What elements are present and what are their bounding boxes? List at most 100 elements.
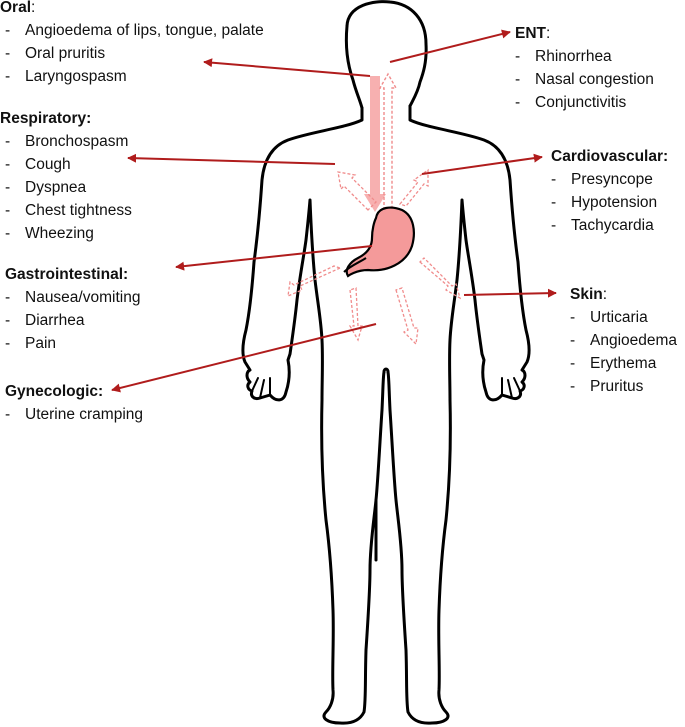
ent-title: ENT — [515, 25, 546, 42]
list-item: -Conjunctivitis — [515, 91, 654, 114]
skin-list: -Urticaria -Angioedema -Erythema -Prurit… — [570, 306, 677, 398]
arrow-to-ent — [389, 29, 511, 63]
gynecologic-list: -Uterine cramping — [5, 403, 143, 426]
gynecologic-group: Gynecologic: -Uterine cramping — [5, 380, 143, 426]
dash: - — [551, 171, 557, 188]
item-text: Presyncope — [571, 171, 653, 188]
arrow-to-oral — [203, 58, 371, 77]
item-text: Conjunctivitis — [535, 94, 627, 111]
list-item: -Nasal congestion — [515, 68, 654, 91]
dash: - — [570, 332, 576, 349]
skin-title: Skin — [570, 286, 603, 303]
gynecologic-title: Gynecologic: — [5, 383, 104, 400]
dashed-arrow-up — [378, 72, 398, 211]
dash: - — [5, 406, 11, 423]
list-item: -Dyspnea — [5, 176, 132, 199]
ent-list: -Rhinorrhea -Nasal congestion -Conjuncti… — [515, 45, 654, 114]
pointer-arrows — [111, 29, 557, 393]
item-text: Hypotension — [571, 194, 658, 211]
dash: - — [5, 202, 11, 219]
dash: - — [551, 217, 557, 234]
list-item: -Bronchospasm — [5, 130, 132, 153]
cardiovascular-group: Cardiovascular: -Presyncope -Hypotension… — [551, 145, 668, 237]
list-item: -Nausea/vomiting — [5, 286, 140, 309]
list-item: -Pruritus — [570, 375, 677, 398]
skin-group: Skin: -Urticaria -Angioedema -Erythema -… — [570, 283, 677, 398]
crotch-outline — [382, 367, 390, 374]
respiratory-heading: Respiratory: — [0, 107, 132, 130]
dash: - — [570, 378, 576, 395]
item-text: Diarrhea — [25, 312, 85, 329]
item-text: Erythema — [590, 355, 657, 372]
ent-heading: ENT: — [515, 22, 654, 45]
left-fingers — [251, 377, 271, 399]
item-text: Nasal congestion — [535, 71, 654, 88]
ent-title-colon: : — [546, 25, 551, 42]
gastrointestinal-list: -Nausea/vomiting -Diarrhea -Pain — [5, 286, 140, 355]
item-text: Oral pruritis — [25, 45, 106, 62]
oral-group: Oral: -Angioedema of lips, tongue, palat… — [0, 0, 264, 88]
item-text: Chest tightness — [25, 202, 132, 219]
item-text: Laryngospasm — [25, 68, 127, 85]
skin-heading: Skin: — [570, 283, 677, 306]
list-item: -Cough — [5, 153, 132, 176]
gastrointestinal-heading: Gastrointestinal: — [5, 263, 140, 286]
dash: - — [515, 71, 521, 88]
dash: - — [570, 309, 576, 326]
dash: - — [5, 335, 11, 352]
arrow-to-gynecologic — [111, 323, 377, 393]
item-text: Pruritus — [590, 378, 644, 395]
arrow-to-respiratory — [127, 153, 336, 165]
list-item: -Oral pruritis — [5, 42, 264, 65]
item-text: Uterine cramping — [25, 406, 144, 423]
dash: - — [515, 48, 521, 65]
item-text: Rhinorrhea — [535, 48, 612, 65]
esophagus — [364, 76, 386, 212]
list-item: -Chest tightness — [5, 199, 132, 222]
item-text: Pain — [25, 335, 57, 352]
dashed-arrows-radiating — [287, 168, 462, 346]
stomach — [343, 206, 415, 278]
respiratory-title: Respiratory: — [0, 110, 92, 127]
arrow-to-cardiovascular — [421, 153, 543, 175]
item-text: Angioedema — [590, 332, 678, 349]
item-text: Angioedema of lips, tongue, palate — [25, 22, 264, 39]
oral-heading: Oral: — [0, 0, 264, 19]
list-item: -Uterine cramping — [5, 403, 143, 426]
respiratory-list: -Bronchospasm -Cough -Dyspnea -Chest tig… — [0, 130, 132, 245]
dash: - — [5, 133, 11, 150]
item-text: Tachycardia — [571, 217, 654, 234]
body-right-outline — [386, 104, 531, 725]
dash: - — [551, 194, 557, 211]
list-item: -Diarrhea — [5, 309, 140, 332]
gynecologic-heading: Gynecologic: — [5, 380, 143, 403]
dash: - — [5, 225, 11, 242]
oral-title: Oral — [0, 0, 32, 16]
right-fingers — [501, 377, 521, 399]
head-outline — [345, 0, 428, 108]
cardiovascular-list: -Presyncope -Hypotension -Tachycardia — [551, 168, 668, 237]
item-text: Dyspnea — [25, 179, 87, 196]
item-text: Bronchospasm — [25, 133, 129, 150]
dash: - — [5, 45, 11, 62]
dash: - — [515, 94, 521, 111]
item-text: Urticaria — [590, 309, 648, 326]
list-item: -Rhinorrhea — [515, 45, 654, 68]
list-item: -Urticaria — [570, 306, 677, 329]
oral-list: -Angioedema of lips, tongue, palate -Ora… — [0, 19, 264, 88]
item-text: Wheezing — [25, 225, 94, 242]
item-text: Nausea/vomiting — [25, 289, 141, 306]
dash: - — [570, 355, 576, 372]
arrow-to-skin — [463, 288, 557, 298]
list-item: -Hypotension — [551, 191, 668, 214]
list-item: -Presyncope — [551, 168, 668, 191]
skin-title-colon: : — [602, 286, 608, 303]
list-item: -Angioedema — [570, 329, 677, 352]
oral-title-colon: : — [31, 0, 36, 16]
dash: - — [5, 179, 11, 196]
arrow-to-gastrointestinal — [175, 245, 373, 271]
list-item: -Wheezing — [5, 222, 132, 245]
dash: - — [5, 22, 11, 39]
